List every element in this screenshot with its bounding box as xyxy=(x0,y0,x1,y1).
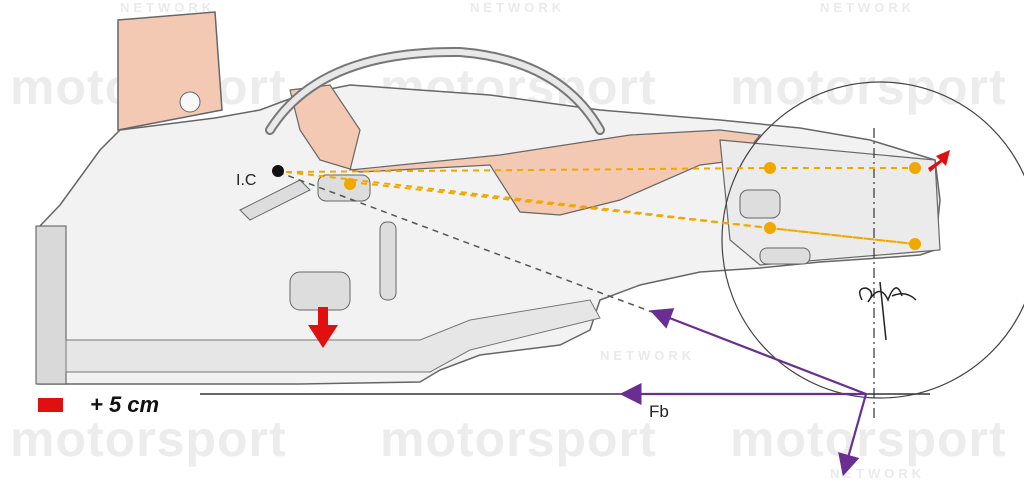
wishbone-lower-b xyxy=(349,181,916,245)
ic-dash-line xyxy=(277,171,653,313)
floor xyxy=(65,299,601,373)
watermark: motorsport xyxy=(730,59,1007,115)
instant-center-point xyxy=(272,165,284,177)
cutout xyxy=(739,189,781,219)
watermark-sub: NETWORK xyxy=(120,0,216,15)
airbox-highlight xyxy=(117,11,223,131)
watermark-sub: NETWORK xyxy=(470,0,566,15)
detail-circle xyxy=(721,81,1024,399)
force-vector-down xyxy=(838,393,868,477)
height-change-label: + 5 cm xyxy=(90,392,160,417)
engine-cover-highlight xyxy=(289,84,762,216)
watermark: motorsport xyxy=(730,411,1007,467)
signature-icon xyxy=(859,281,917,341)
instant-center-label: I.C xyxy=(236,172,257,189)
watermark: motorsport xyxy=(10,411,287,467)
airbox-hole xyxy=(179,91,201,113)
cutout xyxy=(317,174,371,202)
wishbone-lower-c xyxy=(769,227,916,245)
force-vector-ic xyxy=(649,308,867,396)
pivot-point xyxy=(909,238,921,250)
watermark-sub: NETWORK xyxy=(820,0,916,15)
cutout xyxy=(239,179,311,221)
cutout xyxy=(289,271,351,311)
down-arrow-icon xyxy=(308,307,338,348)
pivot-point xyxy=(764,162,776,174)
pivot-point xyxy=(344,178,356,190)
up-arrow-icon xyxy=(928,150,950,172)
cutout xyxy=(379,221,397,301)
wishbone-upper-front xyxy=(285,167,771,173)
nose-block xyxy=(35,225,67,385)
force-label: Fb xyxy=(649,402,669,421)
pivot-point xyxy=(909,162,921,174)
watermark: motorsport xyxy=(380,411,657,467)
wishbone-lower-a xyxy=(285,171,771,229)
height-change-swatch xyxy=(38,398,63,412)
watermark-sub: NETWORK xyxy=(600,348,696,363)
cutout xyxy=(759,247,811,265)
pivot-point xyxy=(764,222,776,234)
